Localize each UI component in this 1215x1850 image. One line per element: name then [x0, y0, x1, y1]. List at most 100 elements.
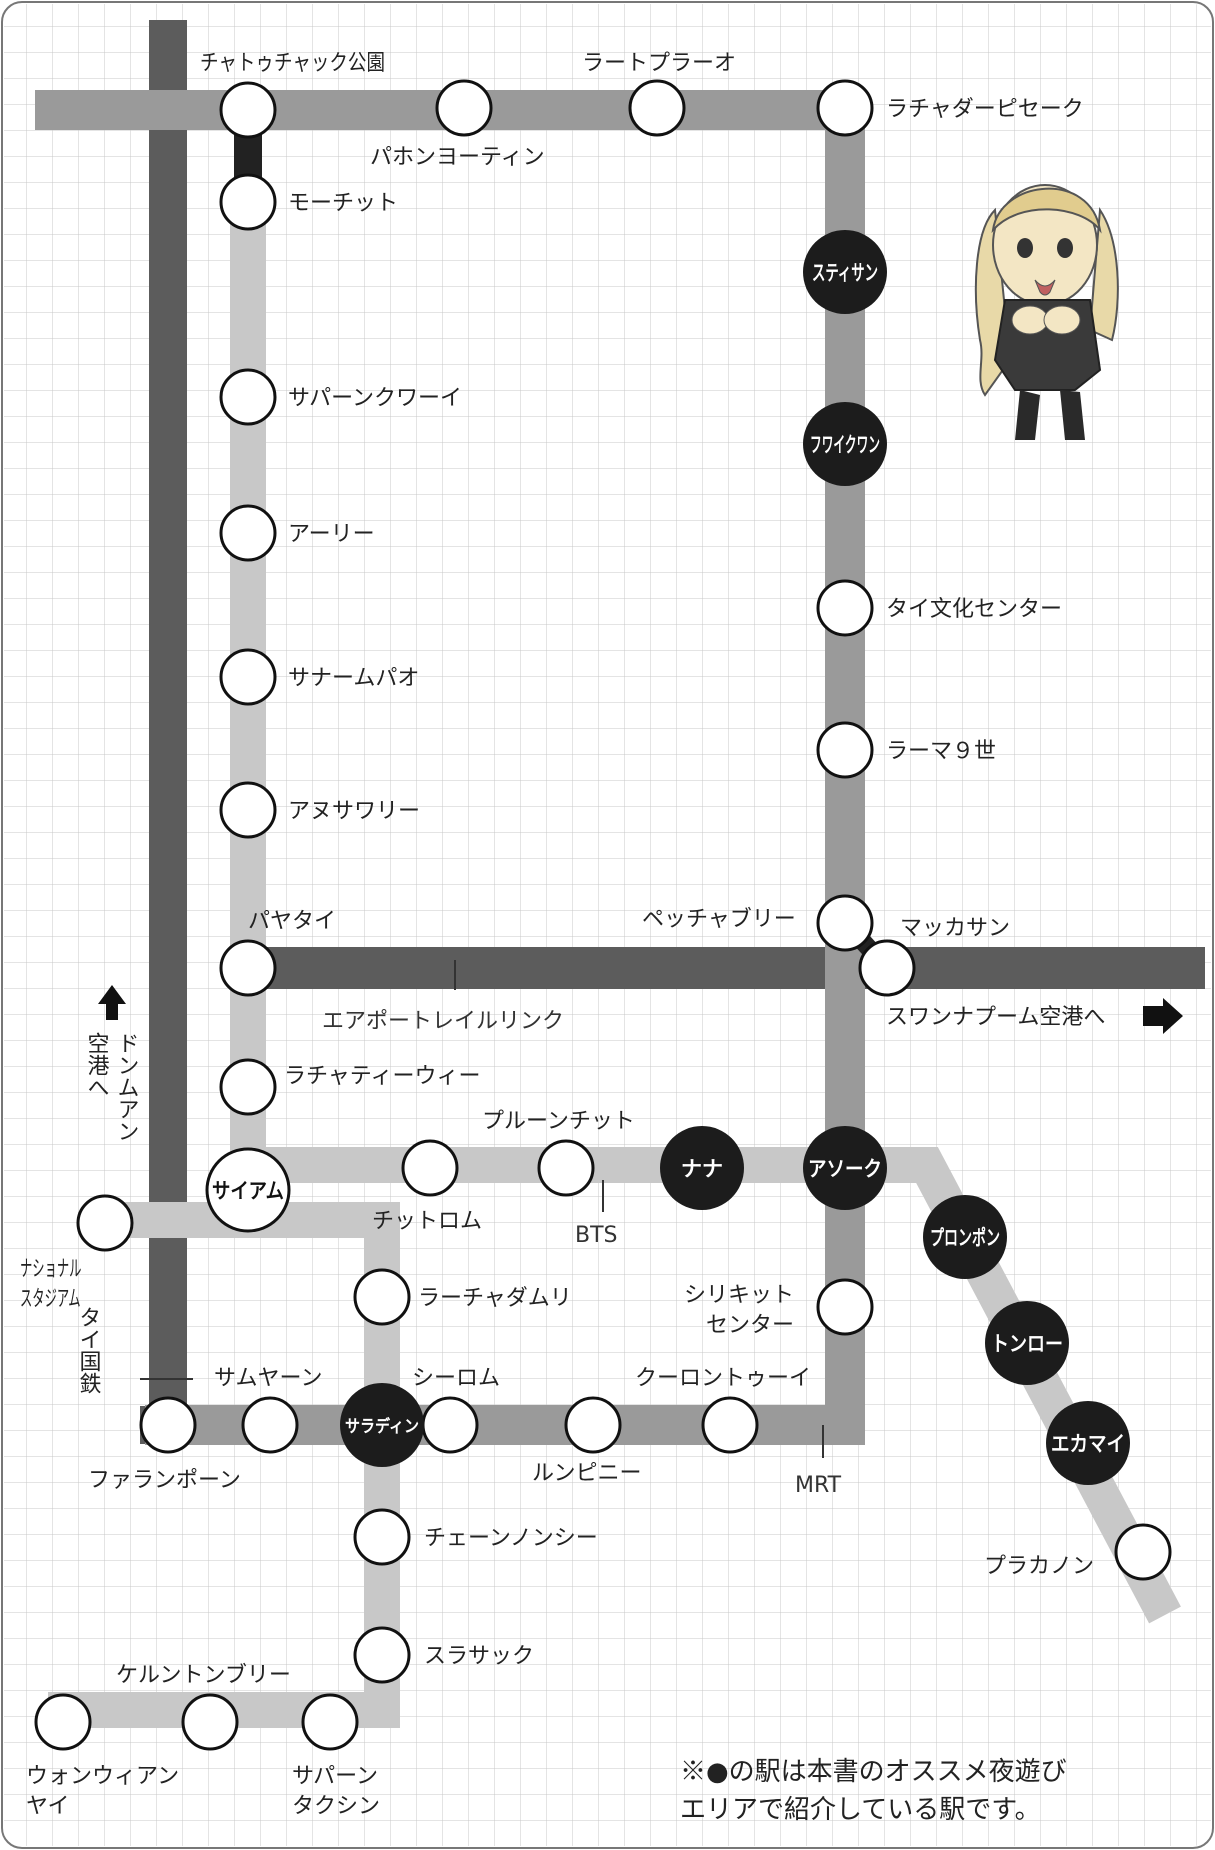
label-thailand-cultural-centre: タイ文化センター	[886, 597, 1062, 622]
label-phrom-phong: プロンポン	[930, 1226, 1000, 1250]
label-hua-lamphong: ファランポーン	[88, 1468, 241, 1493]
station-makkasan[interactable]	[858, 939, 916, 997]
station-nana[interactable]	[660, 1126, 744, 1210]
label-krung-thon-buri: ケルントンブリー	[116, 1663, 291, 1688]
station-asok[interactable]	[803, 1126, 887, 1210]
label-phetchaburi: ペッチャブリー	[642, 907, 796, 932]
station-victory-monument[interactable]	[219, 781, 277, 839]
station-sanam-pao[interactable]	[219, 648, 277, 706]
arrow-right-icon	[1143, 998, 1183, 1034]
station-saphan-taksin[interactable]	[301, 1693, 359, 1751]
label-to-suvarnabhumi: スワンナプーム空港へ	[886, 1005, 1105, 1030]
label-makkasan: マッカサン	[900, 916, 1010, 941]
label-saphan-taksin-line2: タクシン	[292, 1794, 380, 1819]
label-bts: BTS	[575, 1223, 618, 1248]
label-phaya-thai: パヤタイ	[248, 909, 336, 934]
label-saphan-khwai: サパーンクワーイ	[288, 386, 462, 411]
label-wongwian-yai: ウォンウィアンヤイ	[26, 1764, 179, 1819]
station-chatuchak-park[interactable]	[219, 81, 277, 139]
label-mo-chit: モーチット	[288, 191, 398, 216]
label-rama-9: ラーマ９世	[886, 739, 996, 764]
label-saphan-taksin: サパーンタクシン	[292, 1764, 380, 1819]
label-phra-khanong: プラカノン	[984, 1554, 1094, 1579]
station-phra-khanong[interactable]	[1114, 1523, 1172, 1581]
label-sam-yan: サムヤーン	[214, 1366, 322, 1391]
label-nana: ナナ	[681, 1157, 723, 1181]
label-ratchadaphisek: ラチャダーピセーク	[886, 97, 1084, 122]
station-wongwian-yai[interactable]	[34, 1693, 92, 1751]
label-airport-rail-link: エアポートレイルリンク	[322, 1009, 564, 1034]
label-siam: サイアム	[212, 1179, 284, 1203]
label-sala-daeng: サラディン	[345, 1416, 419, 1437]
map-grid	[4, 4, 1211, 1846]
station-ekkamai[interactable]	[1046, 1401, 1130, 1485]
label-national-stadium-line2: スタジアム	[20, 1287, 81, 1312]
station-ari[interactable]	[219, 504, 277, 562]
label-sirikit-centre-line1: シリキット	[684, 1283, 794, 1308]
label-asok: アソーク	[808, 1157, 882, 1181]
station-phetchaburi[interactable]	[816, 894, 874, 952]
station-sirikit-centre[interactable]	[816, 1278, 874, 1336]
station-lumphini[interactable]	[564, 1396, 622, 1454]
label-thong-lo: トンロー	[991, 1332, 1063, 1356]
label-mrt: MRT	[795, 1473, 842, 1498]
label-sutthisan: スティサン	[812, 261, 878, 285]
label-ari: アーリー	[288, 522, 375, 547]
station-huai-khwang[interactable]	[803, 402, 887, 486]
station-ratchadaphisek[interactable]	[816, 79, 874, 137]
label-chit-lom: チットロム	[372, 1209, 482, 1234]
station-si-lom[interactable]	[421, 1396, 479, 1454]
station-phahon-yothin[interactable]	[435, 79, 493, 137]
label-phloen-chit: プルーンチット	[482, 1109, 635, 1134]
station-ratchathewi[interactable]	[219, 1058, 277, 1116]
station-ratchadamri[interactable]	[353, 1268, 411, 1326]
label-to-don-mueang-2: 空港へ	[84, 1032, 110, 1098]
label-wongwian-yai-line1: ウォンウィアン	[26, 1764, 179, 1789]
arrow-up-icon	[98, 985, 126, 1020]
label-thai-railway: タイ国鉄	[76, 1306, 102, 1394]
label-sanam-pao: サナームパオ	[288, 666, 419, 691]
label-victory-monument: アヌサワリー	[288, 799, 420, 824]
label-wongwian-yai-line2: ヤイ	[26, 1794, 70, 1819]
label-chatuchak-park: チャトゥチャック公園	[200, 51, 385, 76]
station-lat-phrao[interactable]	[628, 79, 686, 137]
mascot-illustration	[974, 184, 1119, 440]
label-national-stadium-line1: ナショナル	[20, 1257, 81, 1282]
station-thong-lo[interactable]	[985, 1301, 1069, 1385]
label-saphan-taksin-line1: サパーン	[292, 1764, 378, 1789]
label-huai-khwang: フワイクワン	[810, 433, 880, 457]
note-line-2: エリアで紹介している駅です。	[680, 1795, 1041, 1825]
station-chit-lom[interactable]	[401, 1139, 459, 1197]
station-hua-lamphong[interactable]	[139, 1396, 197, 1454]
station-sutthisan[interactable]	[803, 230, 887, 314]
station-thailand-cultural-centre[interactable]	[816, 579, 874, 637]
label-surasak: スラサック	[424, 1644, 534, 1669]
station-rama-9[interactable]	[816, 721, 874, 779]
label-khlong-toei: クーロントゥーイ	[635, 1366, 811, 1391]
label-ratchathewi: ラチャティーウィー	[284, 1064, 480, 1089]
station-siam[interactable]	[205, 1147, 291, 1233]
label-ekkamai: エカマイ	[1051, 1432, 1125, 1456]
station-krung-thon-buri[interactable]	[181, 1693, 239, 1751]
station-national-stadium[interactable]	[76, 1194, 134, 1252]
note-line-1: ※●の駅は本書のオススメ夜遊び	[680, 1757, 1067, 1787]
station-mo-chit[interactable]	[219, 173, 277, 231]
station-chong-nonsi[interactable]	[353, 1508, 411, 1566]
label-sirikit-centre-line2: センター	[706, 1313, 794, 1338]
label-sirikit-centre: シリキットセンター	[684, 1283, 794, 1338]
station-sala-daeng[interactable]	[340, 1383, 424, 1467]
label-phahon-yothin: パホンヨーティン	[370, 145, 545, 170]
station-khlong-toei[interactable]	[701, 1396, 759, 1454]
station-phaya-thai[interactable]	[219, 939, 277, 997]
station-phloen-chit[interactable]	[537, 1139, 595, 1197]
station-saphan-khwai[interactable]	[219, 368, 277, 426]
label-to-don-mueang: ドンムアン	[114, 1032, 139, 1142]
label-chong-nonsi: チェーンノンシー	[424, 1526, 598, 1551]
station-surasak[interactable]	[353, 1626, 411, 1684]
station-sam-yan[interactable]	[241, 1396, 299, 1454]
label-ratchadamri: ラーチャダムリ	[418, 1286, 572, 1311]
label-lat-phrao: ラートプラーオ	[582, 51, 736, 76]
station-phrom-phong[interactable]	[923, 1195, 1007, 1279]
label-si-lom: シーロム	[412, 1366, 500, 1391]
